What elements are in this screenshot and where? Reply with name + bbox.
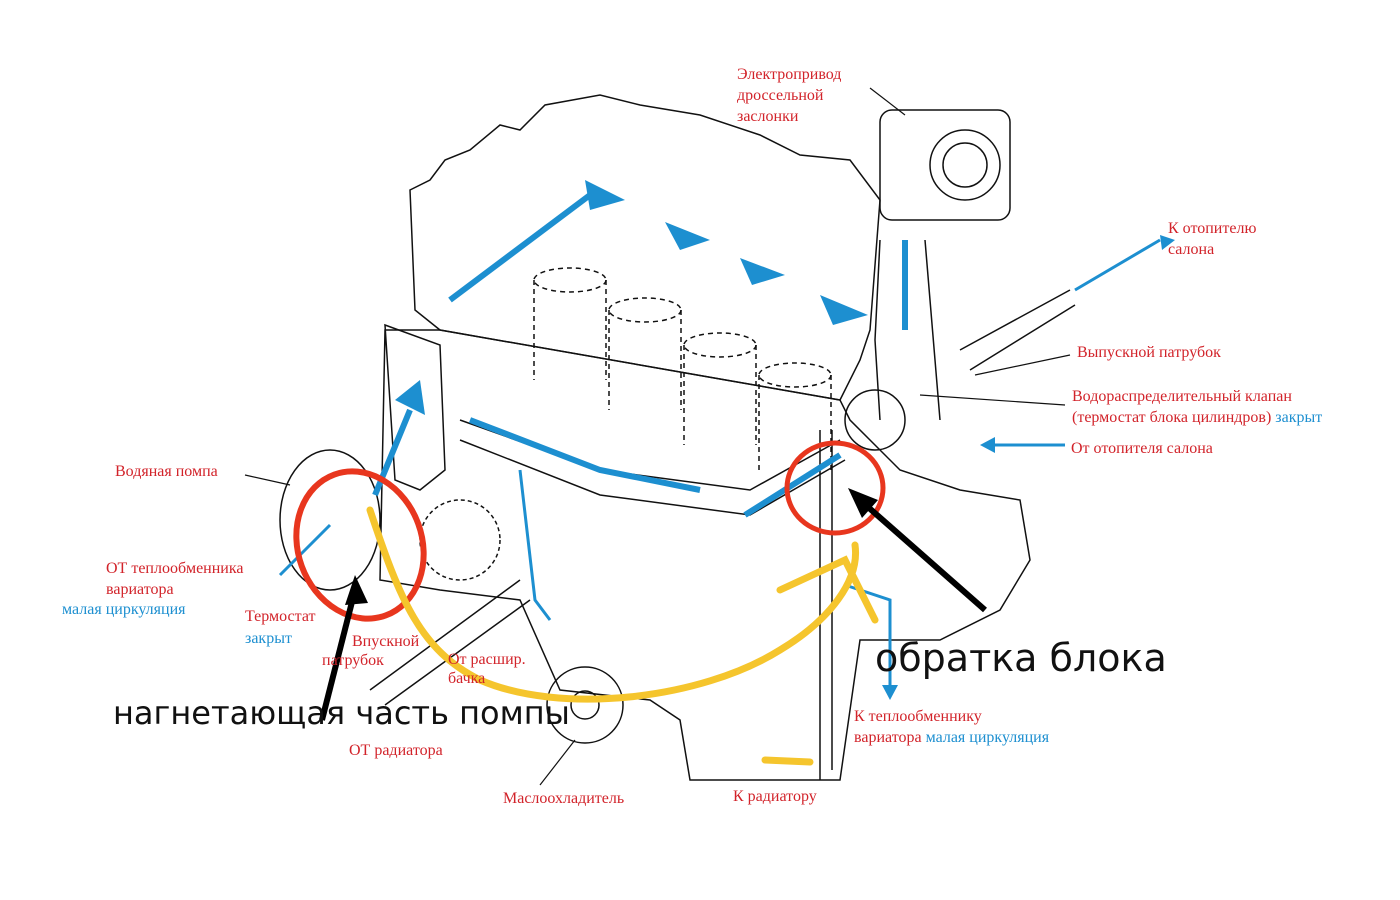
valve-housing (844, 389, 906, 451)
label-to-radiator: К радиатору (733, 788, 817, 805)
label-line: (термостат блока цилиндров) (1072, 409, 1272, 426)
label-line: К теплообменнику (854, 708, 982, 725)
label-oil-cooler: Маслоохладитель (503, 790, 625, 807)
throttle-body (879, 109, 1011, 221)
water-pump-pulley (279, 449, 381, 591)
label-line: Электропривод (737, 66, 842, 83)
label-line: Водораспределительный клапан (1072, 388, 1292, 405)
leader-lines (244, 87, 1071, 786)
label-line: К отопителю (1168, 220, 1257, 237)
label-from-cvt: ОТ теплообменника вариатора (106, 558, 244, 600)
radiator-inlet-pipe (369, 579, 531, 706)
label-throttle: Электропривод дроссельной заслонки (737, 64, 841, 127)
block-outline (379, 329, 1031, 781)
label-line: патрубок (322, 652, 384, 669)
oil-cooler-body (546, 666, 624, 744)
label-from-radiator: ОТ радиатора (349, 742, 443, 759)
heater-pipe (874, 239, 941, 421)
valve-state: закрыт (1275, 409, 1323, 426)
label-valve: Водораспределительный клапан (термостат … (1072, 386, 1322, 428)
to-cvt-note: малая циркуляция (925, 729, 1050, 746)
label-to-cvt: К теплообменнику вариатора малая циркуля… (854, 706, 1049, 748)
yellow-return-path (366, 506, 879, 766)
label-line: Впускной (352, 633, 420, 650)
label-line: От расшир. (448, 651, 526, 668)
blue-arrowheads (395, 180, 1175, 700)
label-line: ОТ теплообменника (106, 560, 244, 577)
cylinders (533, 267, 832, 470)
label-line: дроссельной (737, 87, 824, 104)
annotation-pump-pressure: нагнетающая часть помпы (113, 694, 570, 732)
label-from-heater: От отопителя салона (1071, 440, 1213, 457)
black-arrows (319, 497, 987, 721)
label-inlet: Впускной патрубок (322, 632, 419, 670)
annotation-block-return: обратка блока (875, 636, 1167, 680)
label-line: салона (1168, 241, 1215, 258)
label-thermostat-state: закрыт (245, 630, 292, 647)
valve-red-circle (784, 440, 886, 536)
outlet-pipe (959, 289, 1076, 371)
label-water-pump: Водяная помпа (115, 463, 218, 480)
cylinder-head-outline (409, 94, 881, 401)
label-line: вариатора (106, 581, 174, 598)
label-from-cvt-note: малая циркуляция (62, 601, 186, 618)
pump-red-circle (293, 468, 427, 622)
label-line: заслонки (737, 108, 799, 125)
radiator-pipe (819, 430, 833, 780)
label-line: вариатора (854, 729, 922, 746)
label-thermostat: Термостат (245, 608, 316, 625)
label-from-tank: От расшир. бачка (448, 650, 526, 688)
label-to-heater: К отопителю салона (1168, 218, 1256, 260)
label-line: бачка (448, 670, 486, 687)
label-outlet: Выпускной патрубок (1077, 344, 1221, 361)
